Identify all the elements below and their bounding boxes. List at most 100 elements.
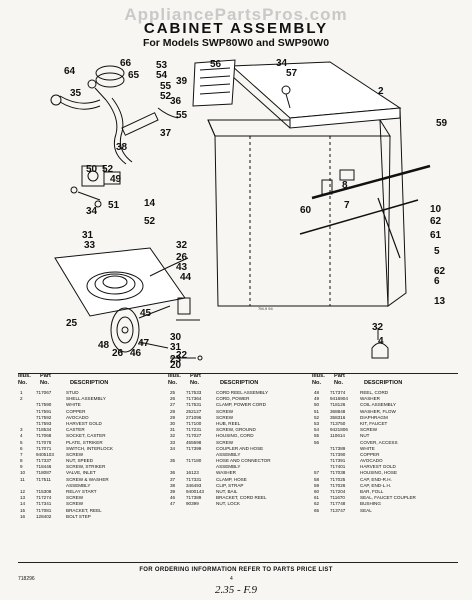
illus-number: 38 xyxy=(170,482,176,488)
illus-number: 10 xyxy=(20,470,26,476)
part-number: 358316 xyxy=(330,414,346,420)
illus-number: 11 xyxy=(20,476,25,482)
part-number: 717389 xyxy=(186,495,202,501)
svg-text:25: 25 xyxy=(66,318,78,329)
part-description: HOSE AND CONNECTOR xyxy=(216,458,271,464)
illus-number: 3 xyxy=(20,427,23,433)
svg-text:34: 34 xyxy=(86,206,98,217)
part-number: 717364 xyxy=(186,396,202,402)
part-number: 368848 xyxy=(330,408,346,414)
part-description: SCREW xyxy=(66,495,84,501)
part-number: 717076 xyxy=(36,439,52,445)
illus-number: 59 xyxy=(314,482,320,488)
svg-text:4: 4 xyxy=(378,336,384,347)
svg-text:7: 7 xyxy=(344,200,350,211)
svg-text:64: 64 xyxy=(64,66,76,77)
header-illus: Illus. xyxy=(168,373,181,379)
illus-number: 65 xyxy=(314,507,320,513)
part-number: 717274 xyxy=(36,495,52,501)
part-number: 713750 xyxy=(330,420,346,426)
illus-number: 46 xyxy=(170,495,176,501)
header-illus-no: No. xyxy=(312,380,322,386)
part-description: PLATE, STRIKER xyxy=(66,439,103,445)
part-number: 9421806 xyxy=(330,427,348,433)
svg-text:43: 43 xyxy=(176,262,188,273)
illus-number: 47 xyxy=(170,501,176,507)
svg-text:57: 57 xyxy=(286,68,298,79)
illus-number: 55 xyxy=(314,433,320,439)
svg-text:38: 38 xyxy=(116,142,128,153)
illus-number: 29 xyxy=(170,414,176,420)
svg-text:55: 55 xyxy=(176,110,188,121)
part-description: REEL, CORD xyxy=(360,390,389,395)
illus-number: 6 xyxy=(20,445,23,451)
part-number: 717337 xyxy=(36,458,52,464)
access-cover xyxy=(192,59,236,107)
part-description: WASHER xyxy=(216,470,236,476)
part-description: NUT, BAIL xyxy=(216,489,238,494)
part-number: 718087 xyxy=(36,470,52,476)
svg-text:2: 2 xyxy=(378,86,384,97)
svg-text:31: 31 xyxy=(82,230,94,241)
document-code: 718296 xyxy=(18,576,35,582)
part-number: 717026 xyxy=(330,482,346,488)
svg-text:39: 39 xyxy=(176,76,188,87)
part-description: CORD REEL ASSEMBLY xyxy=(216,390,269,395)
illus-number: 36 xyxy=(170,470,176,476)
illus-number: 28 xyxy=(170,408,176,414)
cord-reel-assembly xyxy=(54,247,189,353)
part-number: 717533 xyxy=(186,390,202,395)
part-description: SCREW & WASHER xyxy=(66,476,109,482)
part-number: 271096 xyxy=(186,414,202,420)
part-description: SWITCH, INTERLOCK xyxy=(66,445,113,451)
illus-number: 14 xyxy=(20,501,26,507)
illus-number: 31 xyxy=(170,427,176,433)
part-number: 346493 xyxy=(186,482,202,488)
table-row: ASSEMBLY xyxy=(18,483,164,489)
header-part-no: No. xyxy=(334,380,344,386)
page-subtitle: For Models SWP80W0 and SWP90W0 xyxy=(142,37,330,49)
illus-number: 4 xyxy=(20,433,23,439)
part-number: 718126 xyxy=(330,402,346,408)
part-number: 717204 xyxy=(330,489,346,494)
part-description: AVOCADO xyxy=(360,458,383,464)
illus-number: 1 xyxy=(20,390,23,395)
svg-text:23: 23 xyxy=(170,354,182,365)
part-description: SCREW xyxy=(360,427,378,433)
svg-text:10: 10 xyxy=(430,204,442,215)
illus-number: 54 xyxy=(314,427,320,433)
illus-number: 50 xyxy=(314,402,320,408)
ordering-footer: FOR ORDERING INFORMATION REFER TO PARTS … xyxy=(139,567,333,573)
part-number: 717591 xyxy=(36,408,52,414)
svg-text:62: 62 xyxy=(434,266,446,277)
part-description: HARVEST GOLD xyxy=(360,464,396,470)
illus-number: 39 xyxy=(170,489,176,494)
svg-text:44: 44 xyxy=(180,272,192,283)
table-top-rule xyxy=(18,373,458,374)
illus-number: 52 xyxy=(314,414,320,420)
part-description: CLIP, STRAP xyxy=(216,482,244,488)
part-description: SCREW xyxy=(66,501,84,507)
svg-text:20: 20 xyxy=(170,360,182,368)
part-number: 717071 xyxy=(36,445,52,451)
